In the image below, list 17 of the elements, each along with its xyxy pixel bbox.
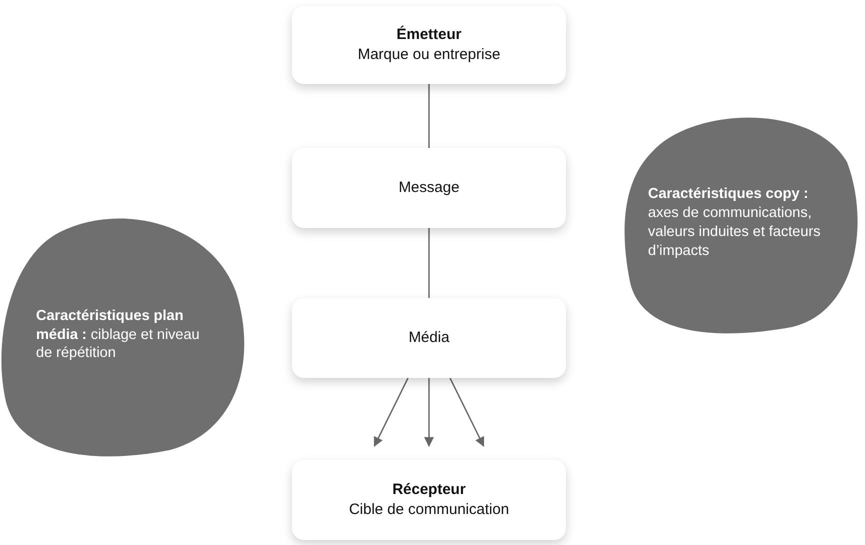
process-box [292, 298, 566, 378]
connector-line [428, 228, 430, 298]
process-box [292, 148, 566, 228]
box-text: Média [408, 328, 450, 348]
box-title: Récepteur [392, 480, 466, 500]
box-text: Cible de communication [348, 500, 510, 520]
arrow [449, 378, 484, 447]
process-box [292, 460, 566, 540]
arrow [424, 378, 434, 447]
box-text: Message [398, 178, 460, 198]
box-text: Marque ou entreprise [358, 45, 500, 65]
process-box [292, 6, 566, 84]
box-title: Émetteur [396, 24, 462, 45]
arrow [374, 378, 409, 447]
blob-text: Caractéristiques plan média : ciblage et niveau de répétition [36, 306, 201, 364]
connector-line [428, 84, 430, 148]
blob-text: Caractéristiques copy : axes de communications, valeurs induites et facteurs d’impacts [648, 185, 822, 261]
